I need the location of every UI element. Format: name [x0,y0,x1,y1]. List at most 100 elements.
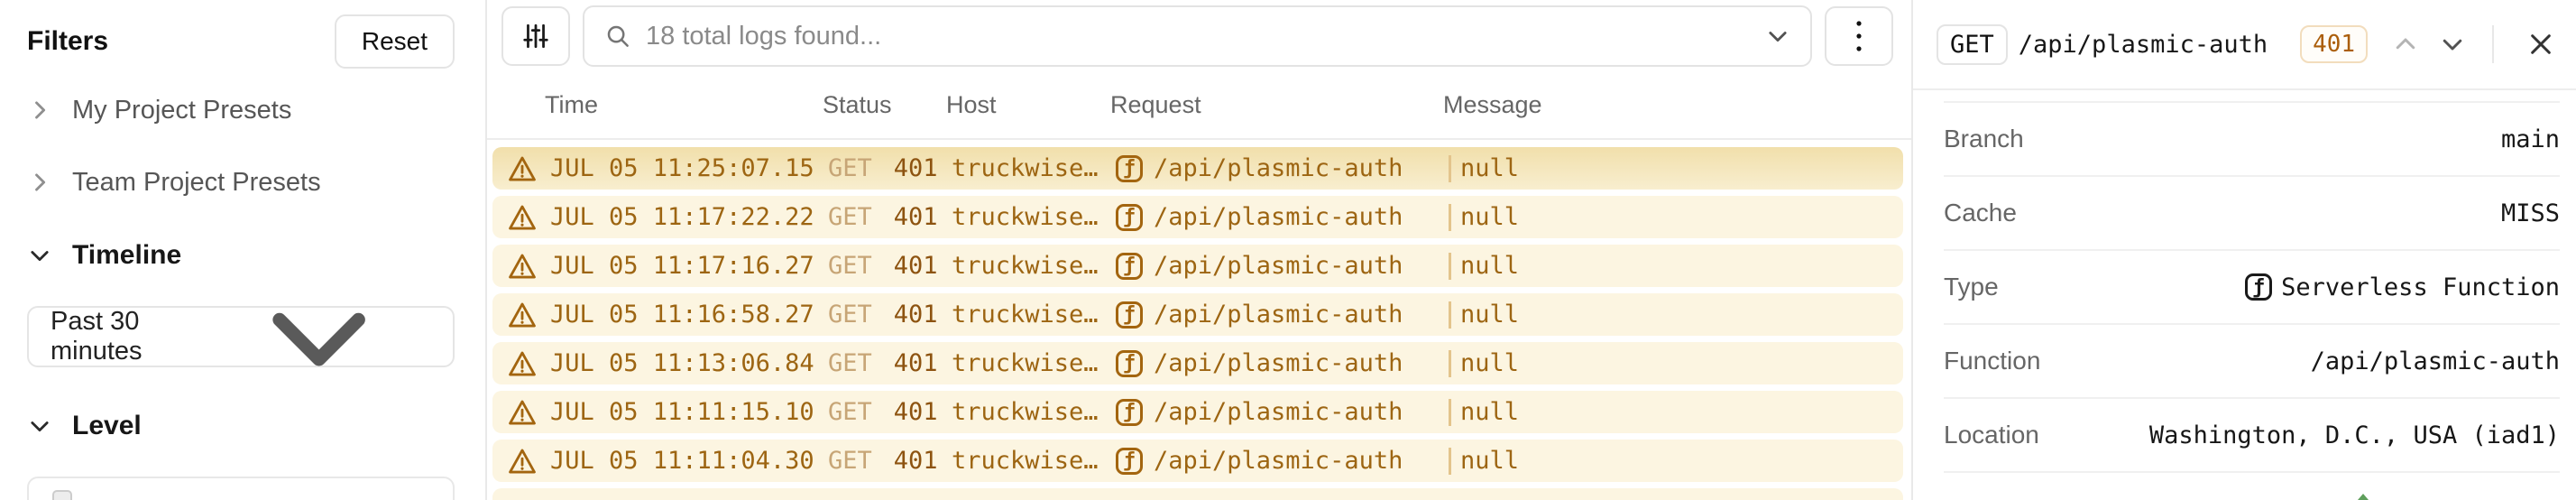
warning-triangle-icon [507,348,538,379]
sidebar-item-team-project-presets[interactable]: Team Project Presets [27,164,455,200]
search-icon [604,23,631,50]
kebab-menu-icon [1856,21,1862,51]
warning-triangle-icon [507,397,538,428]
timeline-range-value: Past 30 minutes [51,307,143,366]
detail-label: Branch [1944,125,2024,153]
log-host: truckwise… [952,349,1099,377]
warning-triangle-icon [507,251,538,282]
chevron-right-icon [27,97,52,123]
success-triangle-icon [2352,494,2374,500]
function-icon: ƒ [1116,154,1143,182]
detail-row-function: Function /api/plasmic-auth [1944,325,2560,399]
function-icon: ƒ [2245,273,2273,301]
warning-triangle-icon [507,300,538,330]
log-time: JUL 05 11:17:22.22 [550,203,814,231]
timeline-section-label: Timeline [72,240,182,270]
log-request-path: /api/plasmic-auth [1154,349,1403,377]
filters-title: Filters [27,26,109,56]
log-host: truckwise… [952,301,1099,329]
log-message: null [1460,203,1520,231]
sliders-icon [521,22,550,51]
message-divider [1449,203,1451,231]
detail-label: Location [1944,421,2039,449]
log-time: JUL 05 11:11:15.10 [550,398,814,426]
sidebar-item-my-project-presets[interactable]: My Project Presets [27,92,455,128]
detail-row-location: Location Washington, D.C., USA (iad1) [1944,399,2560,473]
function-icon: ƒ [1116,349,1143,377]
detail-value: MISS [2500,199,2560,227]
log-message: null [1460,252,1520,280]
column-header-request: Request [1110,91,1201,118]
log-toolbar [487,0,1911,72]
level-section-label: Level [72,411,142,440]
log-list-panel: Time Status Host Request Message JUL 05 … [487,0,1913,500]
message-divider [1449,447,1451,475]
detail-label: Type [1944,273,1999,301]
log-host: truckwise… [952,154,1099,182]
reset-filters-button[interactable]: Reset [334,14,455,69]
warning-triangle-icon [507,153,538,184]
log-host: truckwise… [952,398,1099,426]
function-icon: ƒ [1116,447,1143,475]
column-header-message: Message [1443,91,1542,118]
log-row[interactable] [492,488,1903,500]
level-option-checkbox[interactable] [52,490,72,500]
log-status-code: 401 [893,301,938,329]
message-divider [1449,301,1451,329]
chevron-down-icon [27,413,52,439]
log-method: GET [828,349,872,377]
message-divider [1449,154,1451,182]
log-options-kebab-button[interactable] [1825,6,1893,66]
log-method: GET [828,154,872,182]
log-time: JUL 05 11:25:07.15 [550,154,814,182]
log-method: GET [828,203,872,231]
detail-value: /api/plasmic-auth [2310,347,2560,375]
function-icon: ƒ [1116,301,1143,329]
log-host: truckwise… [952,252,1099,280]
detail-label: Cache [1944,199,2017,227]
detail-request-path: /api/plasmic-auth [2018,30,2268,59]
warning-triangle-icon [507,202,538,233]
log-host: truckwise… [952,203,1099,231]
log-status-code: 401 [893,447,938,475]
log-request-path: /api/plasmic-auth [1154,447,1403,475]
next-log-button[interactable] [2433,24,2472,64]
close-icon [2526,30,2555,59]
timeline-range-select[interactable]: Past 30 minutes [27,306,455,367]
log-method: GET [828,252,872,280]
detail-value: main [2500,125,2560,153]
function-icon: ƒ [1116,398,1143,426]
search-chevron-down-icon[interactable] [1765,23,1790,49]
previous-log-button[interactable] [2386,24,2425,64]
sidebar-item-label: Team Project Presets [72,167,321,197]
log-request-path: /api/plasmic-auth [1154,252,1403,280]
message-divider [1449,252,1451,280]
detail-row-branch: Branch main [1944,103,2560,177]
chevron-right-icon [27,170,52,195]
message-divider [1449,349,1451,377]
log-request-path: /api/plasmic-auth [1154,203,1403,231]
message-divider [1449,398,1451,426]
close-panel-button[interactable] [2521,24,2561,64]
log-method: GET [828,398,872,426]
log-method: GET [828,447,872,475]
chevron-down-icon [27,243,52,268]
chevron-up-icon [2392,31,2419,58]
sidebar-section-level[interactable]: Level [27,408,455,444]
log-search-input[interactable] [646,21,1751,51]
function-icon: ƒ [1116,203,1143,231]
log-time: JUL 05 11:17:16.27 [550,252,814,280]
header-divider [2492,25,2495,63]
log-status-code: 401 [893,398,938,426]
filter-sliders-button[interactable] [501,6,570,66]
log-detail-header: GET /api/plasmic-auth 401 [1913,0,2576,90]
sidebar-section-timeline[interactable]: Timeline [27,237,455,273]
